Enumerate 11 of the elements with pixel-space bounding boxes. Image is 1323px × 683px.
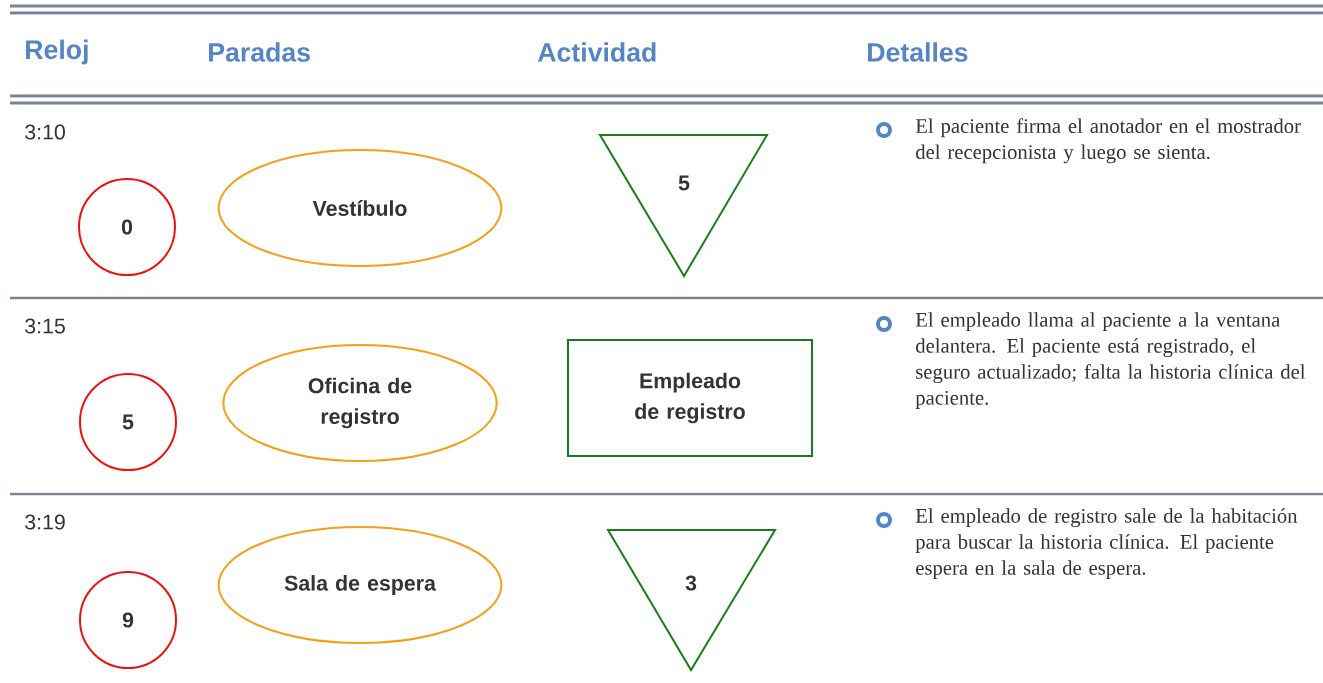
clock-time: 3:10 [25, 124, 65, 140]
clock-time: 3:19 [25, 514, 65, 530]
detail-text: El empleado de registro sale de la habitación para buscar la historia clínica. El paciente espera en la sala de espera. [915, 508, 1298, 580]
activity-box: Empleado de registro [567, 339, 813, 457]
column-header: Actividad [537, 42, 656, 62]
detail-text: El empleado llama al paciente a la ventana delantera. El paciente está registrado, el seguro actualizado; falta la historia clínica del paciente. [915, 312, 1306, 409]
column-header: Detalles [868, 42, 968, 62]
column-header: Reloj [26, 39, 88, 65]
detail-text: El paciente firma el anotador en el mostrador del recepcionista y luego se sienta. [915, 118, 1301, 164]
clock-time: 3:15 [25, 318, 65, 334]
column-header: Paradas [209, 42, 310, 62]
